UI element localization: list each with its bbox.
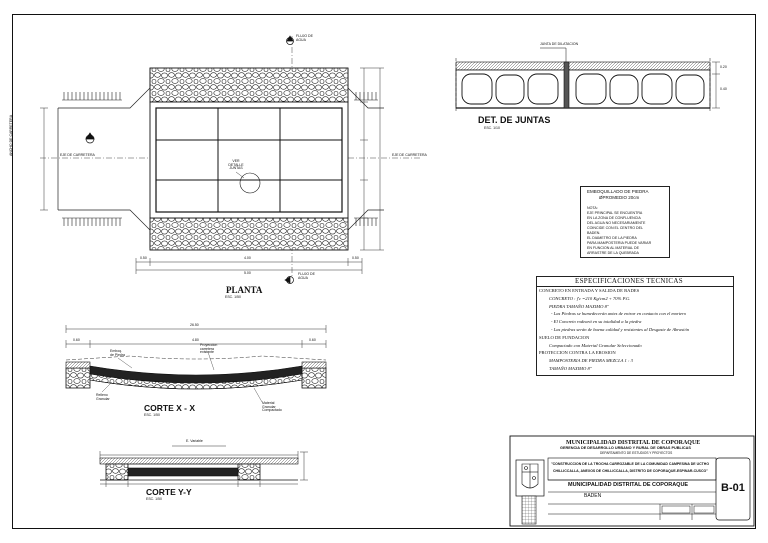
tb-gerencia: GERENCIA DE DESARROLLO URBANO Y RURAL DE…: [560, 446, 691, 450]
corte-x-dim-3: 0.60: [309, 338, 316, 342]
tb-org: MUNICIPALIDAD DISTRITAL DE COPORAQUE: [566, 440, 701, 446]
spec-line: - Las piedras serán de buena calidad y r…: [551, 327, 690, 332]
nota-line: EN FUNCION AL MATERIAL DE: [587, 246, 639, 250]
nota-line: EL DIAMETRO DE LA PIEDRA: [587, 236, 637, 240]
spec-line: TAMAÑO MAXIMO 8": [549, 366, 592, 371]
ver-detalle-label: VER DETALLE JUNTAS: [228, 159, 244, 170]
nota-line: COINCIDE CON EL CENTRO DEL: [587, 226, 643, 230]
eje-label: EJE DE CARRETERA: [60, 153, 95, 157]
emboquillado-title-2: ØPROMEDIO 20cm: [599, 195, 640, 200]
juntas-scale: ESC. 1/10: [484, 126, 500, 130]
spec-line: PIEDRA TAMAÑO MAXIMO 8": [549, 303, 609, 309]
corte-x-dim-total: 26.50: [190, 323, 199, 327]
specs-title: ESPECIFICACIONES TECNICAS: [575, 277, 683, 285]
nota-line: ARRASTRE DE LA QUEBRADA: [587, 251, 639, 255]
emboquillado-title-1: EMBOQUILLADO DE PIEDRA: [587, 189, 649, 194]
planta-stone-bottom: [149, 217, 349, 251]
tb-proyecto-2: CHILLICCALLA, ANEXOS DE CHILLICCALLA, DI…: [553, 469, 708, 473]
spec-line: Compactado con Material Granular Selecci…: [549, 342, 642, 348]
corte-x-label: Material Granular Compactado: [262, 401, 282, 412]
emboquillado-note-box: EMBOQUILLADO DE PIEDRA ØPROMEDIO 20cm NO…: [580, 186, 670, 258]
tb-code: B-01: [721, 482, 745, 494]
spec-line: CONCRETO : f'c =210 Kg/cm2 + 70% P.G.: [549, 295, 631, 301]
tb-proyecto-1: "CONSTRUCCION DE LA TROCHA CARROZABLE DE…: [551, 462, 710, 466]
tb-propietario: MUNICIPALIDAD DISTRITAL DE COPORAQUE: [568, 482, 689, 488]
corte-x-dim-2: 4.80: [192, 338, 199, 342]
planta-dim-total: 5.00: [244, 271, 251, 275]
planta-stone-top: [149, 67, 349, 103]
juntas-dim-1: 0.20: [720, 65, 727, 69]
juntas-dim-2: 0.40: [720, 87, 727, 91]
spec-line: - El Concreto rodeará en su totalidad a …: [551, 319, 642, 325]
planta-slab: [149, 101, 349, 219]
nota-line: DEL AGUA NO NECESARIAMENTE: [587, 221, 646, 225]
tb-depto: DEPARTAMENTO DE ESTUDIOS Y PROYECTOS: [600, 451, 673, 455]
planta-dim-2: 4.00: [244, 256, 251, 260]
planta-dim-3: 0.50: [352, 256, 359, 260]
corte-x-title: CORTE X - X: [144, 403, 196, 413]
corte-y-view: [99, 445, 308, 487]
planta-scale: ESC. 1/50: [225, 295, 241, 299]
juntas-view: [455, 47, 720, 112]
corte-y-slab: [127, 467, 239, 477]
nota-line: EJE PRINCIPAL SE ENCUENTRA: [587, 211, 643, 215]
sheet-border: [12, 14, 756, 529]
nota-line: PARA MAMPOSTERIA PUEDE VARIAR: [587, 241, 652, 245]
specs-box: ESPECIFICACIONES TECNICAS CONCRETO EN EN…: [536, 276, 734, 376]
nota-head: NOTA:: [587, 206, 598, 210]
planta-title: PLANTA: [226, 285, 263, 295]
corte-y-scale: ESC. 1/50: [146, 497, 162, 501]
title-block: [509, 435, 755, 527]
corte-x-label: Relleno Granular: [96, 393, 110, 401]
corte-x-view: [65, 325, 327, 403]
corte-x-scale: ESC. 1/50: [144, 413, 160, 417]
eje-label-right: EJE DE CARRETERA: [392, 153, 427, 157]
nota-line: EN LA ZONA DE CONFLUENCIA: [587, 216, 641, 220]
section-marker-icon: [85, 35, 294, 284]
municipal-logo: [521, 463, 539, 489]
spec-line: - Las Piedras se humedecerán antes de en…: [551, 311, 687, 317]
tb-plano: BADEN: [584, 493, 602, 499]
spec-line: PROTECCION CONTRA LA EROSION: [539, 350, 616, 356]
nota-line: BADEN.: [587, 231, 601, 235]
spec-line: SUELO DE FUNDACION: [539, 334, 590, 340]
planta-dim-1: 0.50: [140, 256, 147, 260]
corte-x-label: Emboq. de Piedra: [110, 349, 125, 357]
juntas-title: DET. DE JUNTAS: [478, 115, 551, 125]
junta-label: JUNTA DE DILATACION: [540, 42, 579, 46]
corte-x-label: Proyeccion carretera existente: [200, 343, 218, 354]
left-vertical-label: ANCHO DE CARRETERA: [9, 114, 13, 156]
flujo-label-top: FLUJO DE AGUA: [296, 34, 313, 42]
spec-line: CONCRETO EN ENTRADA Y SALIDA DE BADES: [539, 288, 640, 293]
corte-y-top-label: E. Variable: [186, 439, 203, 443]
planta-view: [40, 35, 420, 284]
corte-y-title: CORTE Y-Y: [146, 487, 192, 497]
flujo-label-bottom: FLUJO DE AGUA: [298, 272, 315, 280]
spec-line: MAMPOSTERIA DE PIEDRA MEZCLA 1 : 3: [549, 358, 633, 364]
corte-x-dim-1: 0.60: [73, 338, 80, 342]
